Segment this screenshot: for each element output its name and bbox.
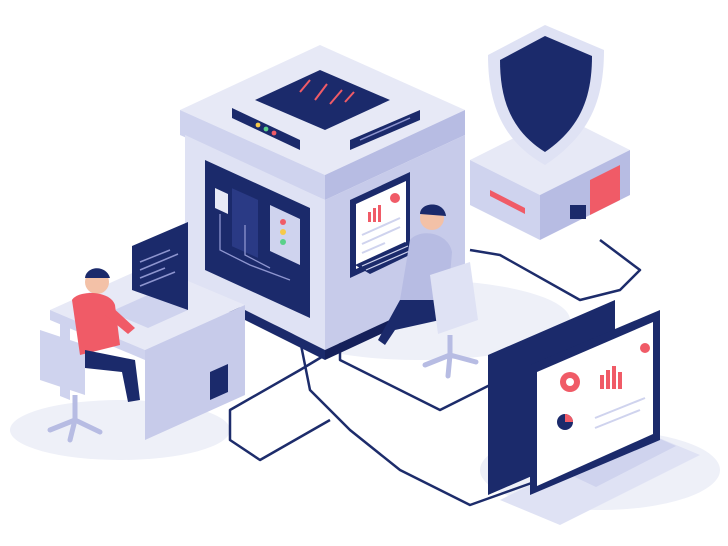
bar-chart-icon <box>600 366 622 389</box>
security-server <box>470 25 630 240</box>
operator-workstation <box>355 204 479 379</box>
pie-chart-icon <box>390 193 400 203</box>
developer-laptop-screen <box>132 222 188 310</box>
security-panel <box>590 165 620 215</box>
top-vent-lights <box>299 79 355 105</box>
developer-chair <box>40 330 85 395</box>
operator-chair <box>430 262 478 334</box>
power-unit <box>270 205 300 265</box>
shield-icon <box>488 25 604 165</box>
wall-socket <box>210 364 228 400</box>
top-vent <box>255 70 390 130</box>
developer-body <box>72 293 120 355</box>
analytics-laptop <box>488 300 700 525</box>
line-chart-icon <box>594 397 646 429</box>
developer-workstation <box>40 222 245 443</box>
operator-keyboard <box>355 242 420 274</box>
